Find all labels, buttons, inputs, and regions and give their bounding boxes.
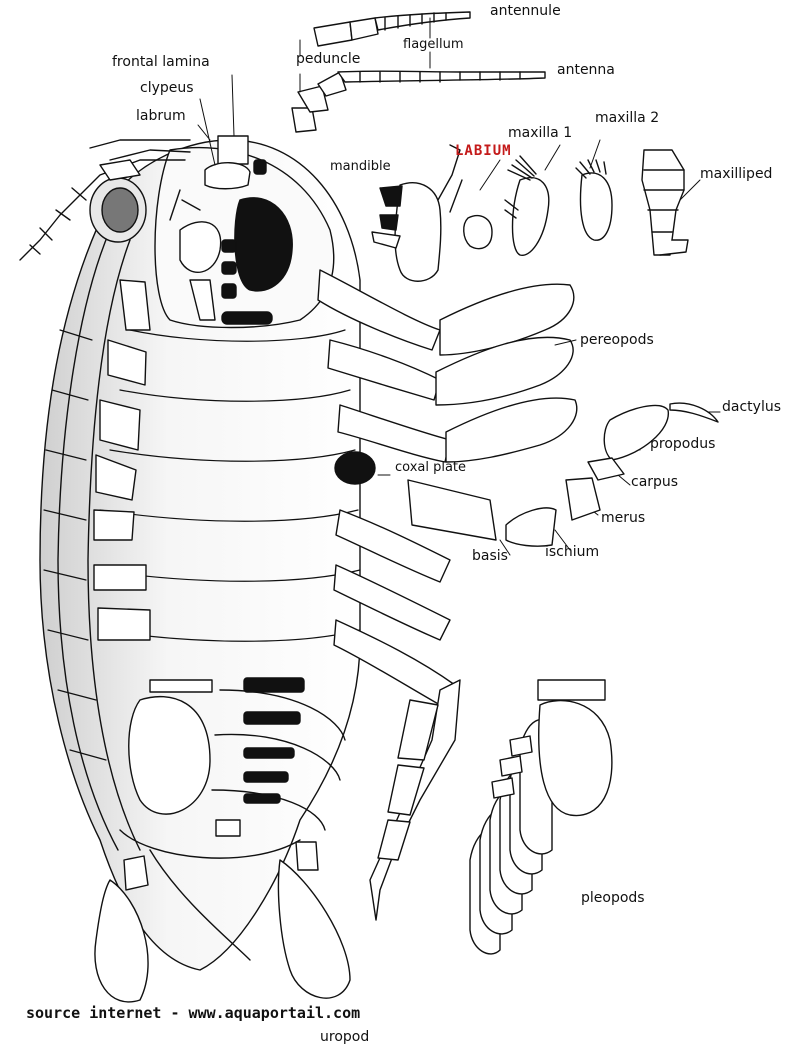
label-labrum: labrum [136,108,186,124]
uropods [94,841,351,1003]
label-labium: LABIUM [455,143,512,159]
label-propodus: propodus [650,436,716,452]
maxilliped-detail [641,149,689,256]
label-merus: merus [601,510,646,526]
mandible-detail [371,144,463,282]
maxilla-2-detail [575,159,613,241]
pereopod-segment-details [407,402,719,547]
label-uropod: uropod [320,1029,370,1045]
label-carpus: carpus [631,474,679,490]
label-coxal-plate: coxal plate [395,460,467,475]
label-basis: basis [472,548,508,564]
source-credit: source internet - www.aquaportail.com [26,1004,361,1022]
labium-detail [463,214,493,250]
label-pereopods: pereopods [580,332,654,348]
label-peduncle: peduncle [296,51,361,67]
label-clypeus: clypeus [140,80,194,96]
label-flagellum: flagellum [403,37,464,52]
body-antennae [19,139,191,261]
antenna-detail [291,70,546,133]
right-legs [317,269,578,921]
label-maxilla-2: maxilla 2 [595,110,660,126]
label-dactylus: dactylus [722,399,781,415]
left-leg-stubs [93,279,151,641]
label-frontal-lamina: frontal lamina [112,54,210,70]
antennule-detail [313,11,471,47]
head [89,135,335,329]
label-mandible: mandible [330,159,391,174]
pleopods-detail [469,679,613,955]
maxilla-1-detail [504,155,550,256]
label-pleopods: pleopods [581,890,645,906]
label-antennule: antennule [490,3,561,19]
coxal-plate-mark [334,451,376,485]
pleon [119,677,346,961]
label-maxilla-1: maxilla 1 [508,125,573,141]
leader-lines [197,17,721,871]
label-maxilliped: maxilliped [700,166,773,182]
label-ischium: ischium [545,544,600,560]
label-antenna: antenna [557,62,615,78]
